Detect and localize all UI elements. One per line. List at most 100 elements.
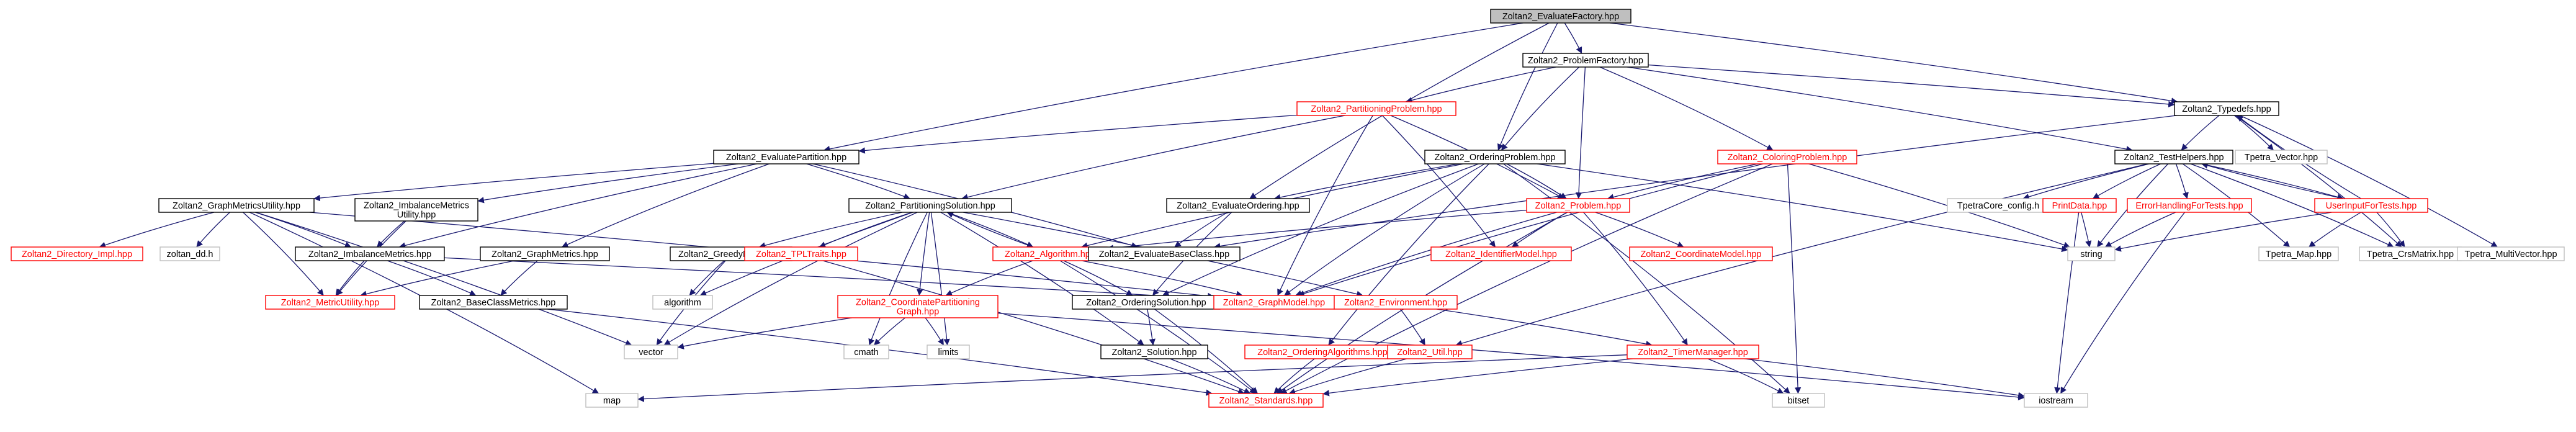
node-evaluatepartition[interactable]: Zoltan2_EvaluatePartition.hpp xyxy=(713,150,859,164)
node-label: Zoltan2_Algorithm.hpp xyxy=(1005,250,1095,259)
node-graphmetricsutility[interactable]: Zoltan2_GraphMetricsUtility.hpp xyxy=(158,198,315,213)
node-label: Zoltan2_EvaluateFactory.hpp xyxy=(1502,12,1619,22)
dependency-edge xyxy=(1405,66,1556,104)
node-box xyxy=(2114,150,2233,164)
node-solution[interactable]: Zoltan2_Solution.hpp xyxy=(1100,344,1208,359)
node-label: Zoltan2_EvaluateOrdering.hpp xyxy=(1177,201,1299,211)
node-tpetracore[interactable]: TpetraCore_config.h xyxy=(1947,198,2050,213)
node-label: cmath xyxy=(854,348,879,358)
node-box xyxy=(2127,198,2252,213)
node-standards[interactable]: Zoltan2_Standards.hpp xyxy=(1208,393,1324,408)
dependency-edge xyxy=(1436,308,1653,348)
node-metricutility[interactable]: Zoltan2_MetricUtility.hpp xyxy=(265,295,395,310)
dependency-edge xyxy=(2081,212,2092,248)
node-box xyxy=(1627,344,1759,359)
node-label: Tpetra_Map.hpp xyxy=(2266,250,2331,259)
node-box xyxy=(1526,198,1630,213)
node-graphmodel[interactable]: Zoltan2_GraphModel.hpp xyxy=(1213,295,1335,310)
dependency-edge xyxy=(1298,163,1764,297)
dependency-edge xyxy=(2201,162,2344,199)
node-tpetracrsmatrix[interactable]: Tpetra_CrsMatrix.hpp xyxy=(2359,246,2462,261)
node-typedefs[interactable]: Zoltan2_Typedefs.hpp xyxy=(2174,101,2279,116)
node-box xyxy=(1424,150,1566,164)
node-label: Zoltan2_GraphModel.hpp xyxy=(1223,298,1325,308)
node-limits[interactable]: limits xyxy=(927,344,970,359)
dependency-edge xyxy=(1583,212,1688,346)
node-label: Zoltan2_GraphMetricsUtility.hpp xyxy=(173,201,300,211)
node-printdata[interactable]: PrintData.hpp xyxy=(2042,198,2117,213)
node-orderingsolution[interactable]: Zoltan2_OrderingSolution.hpp xyxy=(1072,295,1221,310)
node-errorhandling[interactable]: ErrorHandlingForTests.hpp xyxy=(2127,198,2252,213)
dependency-edge xyxy=(2092,163,2161,199)
node-partitioningproblem[interactable]: Zoltan2_PartitioningProblem.hpp xyxy=(1296,101,1456,116)
dependency-edge xyxy=(1503,163,1790,394)
node-algorithmstd[interactable]: algorithm xyxy=(652,295,713,310)
dependency-edge xyxy=(874,317,905,346)
dependency-edge xyxy=(2022,163,2150,200)
node-box xyxy=(354,198,478,222)
node-bitset[interactable]: bitset xyxy=(1772,393,1825,408)
node-zoltandd[interactable]: zoltan_dd.h xyxy=(159,246,220,261)
dependency-edge xyxy=(1322,358,1633,397)
dependency-edge xyxy=(561,163,770,248)
node-directoryimpl[interactable]: Zoltan2_Directory_Impl.hpp xyxy=(11,246,143,261)
node-imbalancemetrics[interactable]: Zoltan2_ImbalanceMetrics.hpp xyxy=(295,246,445,261)
node-tpetramap[interactable]: Tpetra_Map.hpp xyxy=(2258,246,2339,261)
dependency-edge xyxy=(2114,212,2332,252)
node-label: map xyxy=(603,396,621,406)
node-label: Zoltan2_CoordinateModel.hpp xyxy=(1640,250,1761,259)
node-coloringproblem[interactable]: Zoltan2_ColoringProblem.hpp xyxy=(1717,150,1857,164)
node-coordinatemodel[interactable]: Zoltan2_CoordinateModel.hpp xyxy=(1629,246,1773,261)
node-label: Utility.hpp xyxy=(397,210,436,220)
node-label: Zoltan2_Solution.hpp xyxy=(1111,348,1196,358)
dependency-edge xyxy=(1174,212,1228,248)
node-string[interactable]: string xyxy=(2067,246,2116,261)
dependency-edge xyxy=(1787,163,1802,394)
node-vector[interactable]: vector xyxy=(624,344,678,359)
dependency-edge xyxy=(925,317,945,346)
node-partitioningsolution[interactable]: Zoltan2_PartitioningSolution.hpp xyxy=(848,198,1012,213)
dependency-edge xyxy=(2104,212,2176,248)
dependency-edge xyxy=(2054,212,2080,394)
node-box xyxy=(2314,198,2428,213)
node-box xyxy=(1296,101,1456,116)
node-identifiermodel[interactable]: Zoltan2_IdentifierModel.hpp xyxy=(1430,246,1572,261)
node-tpetramultivector[interactable]: Tpetra_MultiVector.hpp xyxy=(2457,246,2565,261)
dependency-edge xyxy=(868,212,928,346)
node-evaluatebaseclass[interactable]: Zoltan2_EvaluateBaseClass.hpp xyxy=(1088,246,1241,261)
node-timermanager[interactable]: Zoltan2_TimerManager.hpp xyxy=(1627,344,1759,359)
node-problemfactory[interactable]: Zoltan2_ProblemFactory.hpp xyxy=(1522,53,1649,68)
node-label: Zoltan2_Standards.hpp xyxy=(1219,396,1313,406)
node-problem[interactable]: Zoltan2_Problem.hpp xyxy=(1526,198,1630,213)
node-box xyxy=(585,393,639,408)
node-box xyxy=(1490,9,1631,24)
node-label: vector xyxy=(639,348,663,358)
node-box xyxy=(1100,344,1208,359)
node-label: Zoltan2_Environment.hpp xyxy=(1344,298,1447,308)
node-testhelpers[interactable]: Zoltan2_TestHelpers.hpp xyxy=(2114,150,2233,164)
node-map[interactable]: map xyxy=(585,393,639,408)
node-util[interactable]: Zoltan2_Util.hpp xyxy=(1387,344,1473,359)
node-baseclassmetrics[interactable]: Zoltan2_BaseClassMetrics.hpp xyxy=(419,295,568,310)
node-orderingproblem[interactable]: Zoltan2_OrderingProblem.hpp xyxy=(1424,150,1566,164)
node-tpltraits[interactable]: Zoltan2_TPLTraits.hpp xyxy=(744,246,858,261)
node-environment[interactable]: Zoltan2_Environment.hpp xyxy=(1334,295,1458,310)
node-label: Zoltan2_BaseClassMetrics.hpp xyxy=(431,298,556,308)
dependency-edge xyxy=(1154,308,1259,394)
node-algorithm[interactable]: Zoltan2_Algorithm.hpp xyxy=(992,246,1108,261)
node-userinput[interactable]: UserInputForTests.hpp xyxy=(2314,198,2428,213)
node-evaluatefactory[interactable]: Zoltan2_EvaluateFactory.hpp xyxy=(1490,9,1631,24)
node-iostream[interactable]: iostream xyxy=(2024,393,2088,408)
node-tpetravector[interactable]: Tpetra_Vector.hpp xyxy=(2235,150,2328,164)
dependency-edge xyxy=(917,212,930,296)
node-orderingalgorithms[interactable]: Zoltan2_OrderingAlgorithms.hpp xyxy=(1244,344,1401,359)
node-cmath[interactable]: cmath xyxy=(843,344,889,359)
node-box xyxy=(837,295,999,318)
dependency-edge xyxy=(2175,163,2189,199)
node-graphmetrics[interactable]: Zoltan2_GraphMetrics.hpp xyxy=(480,246,610,261)
node-evaluateordering[interactable]: Zoltan2_EvaluateOrdering.hpp xyxy=(1166,198,1310,213)
node-box xyxy=(295,246,445,261)
